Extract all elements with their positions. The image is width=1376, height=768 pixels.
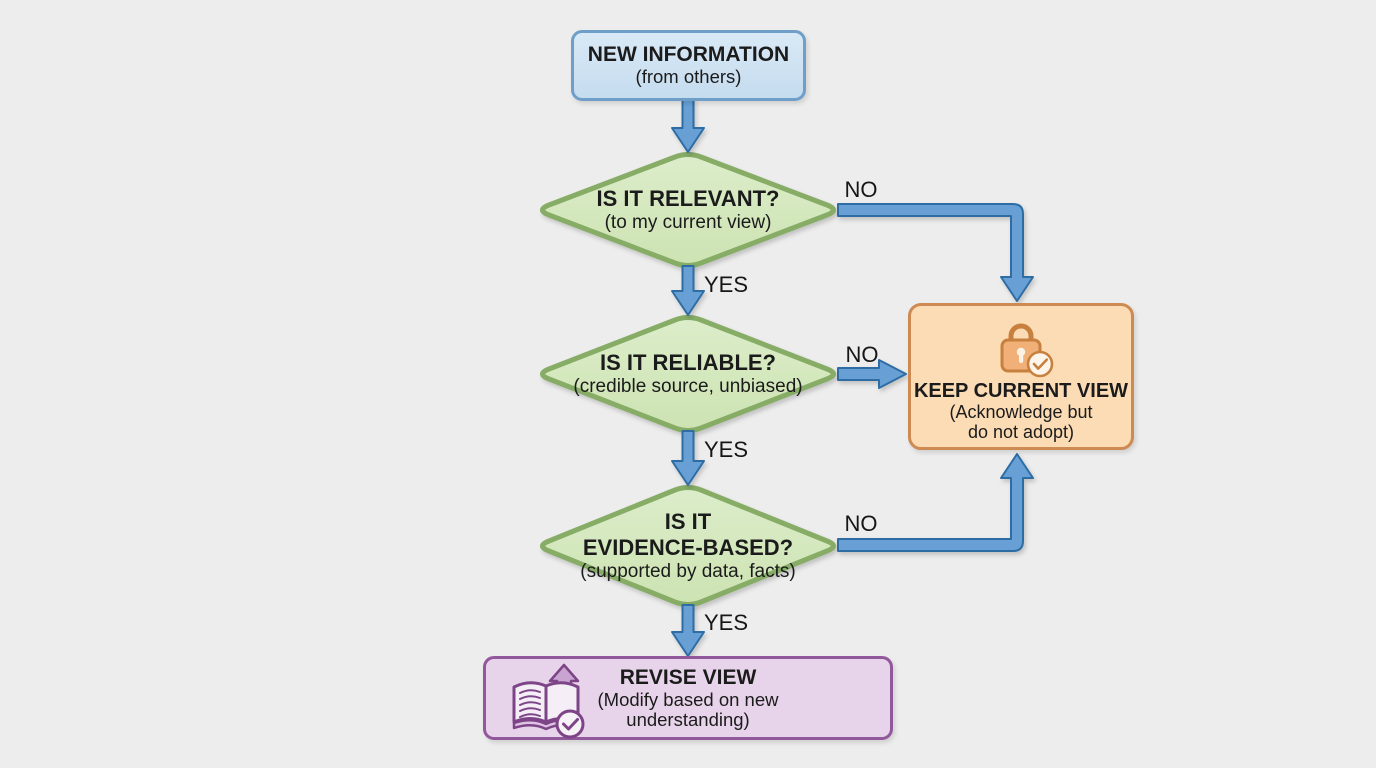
node-text-block: REVISE VIEW (Modify based on new underst…	[486, 666, 890, 731]
decision-diamond-evidence	[540, 485, 836, 607]
node-keep-current-view: KEEP CURRENT VIEW (Acknowledge but do no…	[908, 303, 1134, 450]
node-title-line1: IS IT	[664, 509, 712, 535]
decision-diamond-reliable	[540, 315, 836, 433]
edge-label-reliable-yes: YES	[703, 437, 749, 462]
node-is-it-relevant: IS IT RELEVANT? (to my current view)	[546, 160, 830, 260]
node-subtitle: (credible source, unbiased)	[573, 376, 803, 398]
edge-label-reliable-no: NO	[845, 342, 879, 367]
node-subtitle: (from others)	[635, 66, 742, 88]
decision-diamond-relevant	[540, 152, 836, 268]
node-title: REVISE VIEW	[619, 665, 757, 689]
edge-label-evidence-no: NO	[844, 511, 878, 536]
node-new-information: NEW INFORMATION (from others)	[571, 30, 806, 101]
book-upgrade-check-icon	[512, 663, 585, 739]
edge-label-relevant-no: NO	[844, 177, 878, 202]
node-title: KEEP CURRENT VIEW	[913, 380, 1129, 402]
edge-label-evidence-yes: YES	[703, 610, 749, 635]
node-title: IS IT RELEVANT?	[596, 185, 780, 211]
arrow-reliable-yes	[671, 430, 705, 486]
node-revise-view: REVISE VIEW (Modify based on new underst…	[483, 656, 893, 740]
node-title: NEW INFORMATION	[587, 43, 790, 67]
node-title: IS IT RELIABLE?	[600, 349, 776, 375]
arrow-newinfo-to-relevant	[671, 98, 705, 153]
node-subtitle-line2: understanding)	[626, 709, 750, 731]
arrow-reliable-no	[837, 359, 907, 389]
node-is-it-reliable: IS IT RELIABLE? (credible source, unbias…	[546, 324, 830, 424]
node-subtitle-line2: do not adopt)	[967, 422, 1075, 443]
arrow-relevant-no-elbow	[837, 203, 1034, 302]
arrow-relevant-yes	[671, 265, 705, 316]
node-subtitle: (to my current view)	[604, 212, 772, 234]
lock-with-check-icon	[1000, 323, 1054, 378]
node-is-it-evidence-based: IS IT EVIDENCE-BASED? (supported by data…	[546, 492, 830, 600]
node-subtitle-line1: (Modify based on new	[597, 688, 779, 710]
arrow-evidence-yes	[671, 604, 705, 657]
node-title-line2: EVIDENCE-BASED?	[582, 534, 794, 560]
arrow-evidence-no-elbow	[837, 453, 1034, 552]
node-subtitle: (supported by data, facts)	[580, 560, 796, 582]
edge-label-relevant-yes: YES	[703, 272, 749, 297]
node-subtitle-line1: (Acknowledge but	[949, 402, 1093, 422]
